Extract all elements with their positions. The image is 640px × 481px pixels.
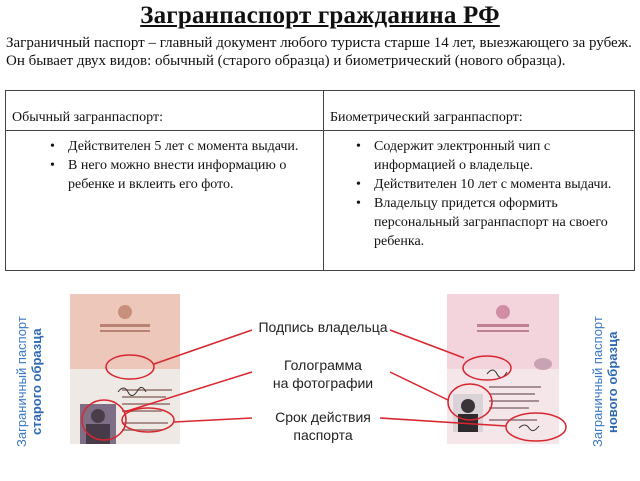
- old-passport-image: [70, 294, 180, 444]
- list-item: Владельцу придется оформить персональный…: [324, 194, 630, 251]
- comparison-table: Обычный загранпаспорт: Биометрический за…: [5, 90, 635, 271]
- intro-paragraph: Заграничный паспорт – главный документ л…: [6, 35, 632, 69]
- callout-hologram: Голограмма на фотографии: [272, 357, 374, 391]
- callout-signature: Подпись владельца: [258, 319, 388, 335]
- callout-lines: [81, 329, 567, 442]
- list-item: Действителен 5 лет с момента выдачи.: [6, 137, 319, 156]
- new-validity-circle: [505, 412, 567, 442]
- header-regular-passport: Обычный загранпаспорт:: [5, 90, 324, 131]
- old-signature-circle: [105, 354, 155, 380]
- list-item: Действителен 10 лет с момента выдачи.: [324, 175, 630, 194]
- callout-validity: Срок действия паспорта: [275, 409, 371, 443]
- page-title: Загранпаспорт гражданина РФ: [140, 2, 500, 29]
- biometric-passport-cell: Содержит электронный чип с информацией о…: [323, 130, 635, 271]
- biometric-passport-list: Содержит электронный чип с информацией о…: [324, 131, 634, 251]
- passport-illustration: Заграничный паспорт старого образца: [0, 272, 640, 481]
- list-item: В него можно внести информацию о ребенке…: [6, 156, 319, 194]
- old-hologram-circle: [81, 399, 127, 441]
- new-hologram-circle: [447, 383, 493, 421]
- new-signature-circle: [462, 355, 512, 381]
- list-item: Содержит электронный чип с информацией о…: [324, 137, 630, 175]
- header-biometric-passport: Биометрический загранпаспорт:: [323, 90, 635, 131]
- new-passport-label: Заграничный паспорт нового образца: [590, 316, 620, 448]
- regular-passport-cell: Действителен 5 лет с момента выдачи. В н…: [5, 130, 324, 271]
- regular-passport-list: Действителен 5 лет с момента выдачи. В н…: [6, 131, 323, 194]
- old-validity-circle: [121, 407, 175, 433]
